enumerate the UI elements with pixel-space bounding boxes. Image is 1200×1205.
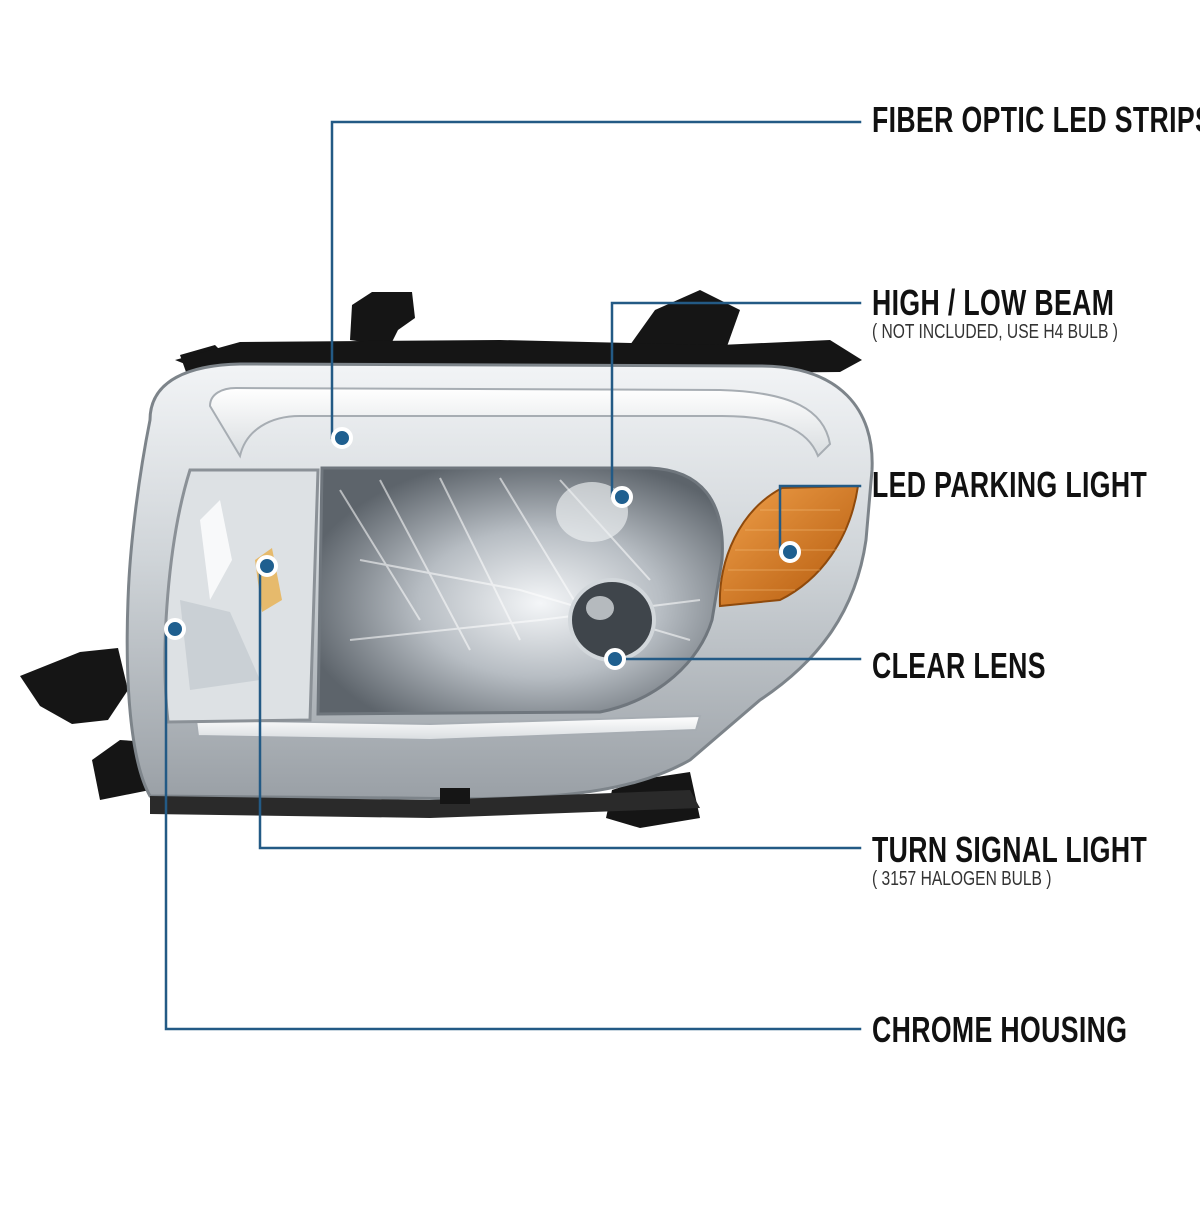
fiber-optic-strip bbox=[208, 386, 832, 459]
label-fiber-optic: FIBER OPTIC LED STRIPS bbox=[872, 100, 1200, 140]
label-chrome-housing-title: CHROME HOUSING bbox=[872, 1009, 1128, 1050]
label-led-parking: LED PARKING LIGHT bbox=[872, 465, 1200, 505]
label-high-low-beam-title: HIGH / LOW BEAM bbox=[872, 282, 1115, 323]
beam-reflector-hotspot bbox=[556, 482, 628, 542]
marker-chrome-housing bbox=[164, 618, 186, 640]
marker-led-parking bbox=[779, 541, 801, 563]
label-turn-signal: TURN SIGNAL LIGHT ( 3157 HALOGEN BULB ) bbox=[872, 829, 1200, 891]
label-chrome-housing: CHROME HOUSING bbox=[872, 1010, 1200, 1050]
turn-signal-chamber bbox=[163, 468, 320, 724]
marker-fiber-optic bbox=[331, 427, 353, 449]
leader-line-high-low-beam bbox=[610, 301, 862, 498]
label-clear-lens: CLEAR LENS bbox=[872, 646, 1107, 686]
label-led-parking-title: LED PARKING LIGHT bbox=[872, 464, 1148, 505]
projector-bulb-housing bbox=[568, 578, 656, 662]
marker-clear-lens bbox=[604, 648, 626, 670]
label-high-low-beam-note: ( NOT INCLUDED, USE H4 BULB ) bbox=[872, 321, 1118, 343]
label-high-low-beam: HIGH / LOW BEAM ( NOT INCLUDED, USE H4 B… bbox=[872, 282, 1199, 344]
housing-bottom-rim bbox=[150, 790, 700, 818]
label-turn-signal-note: ( 3157 HALOGEN BULB ) bbox=[872, 868, 1052, 890]
label-turn-signal-title: TURN SIGNAL LIGHT bbox=[872, 829, 1148, 870]
marker-high-low-beam bbox=[611, 486, 633, 508]
callout-markers bbox=[164, 427, 801, 670]
marker-turn-signal bbox=[256, 555, 278, 577]
label-clear-lens-title: CLEAR LENS bbox=[872, 645, 1046, 686]
label-fiber-optic-title: FIBER OPTIC LED STRIPS bbox=[872, 99, 1200, 140]
